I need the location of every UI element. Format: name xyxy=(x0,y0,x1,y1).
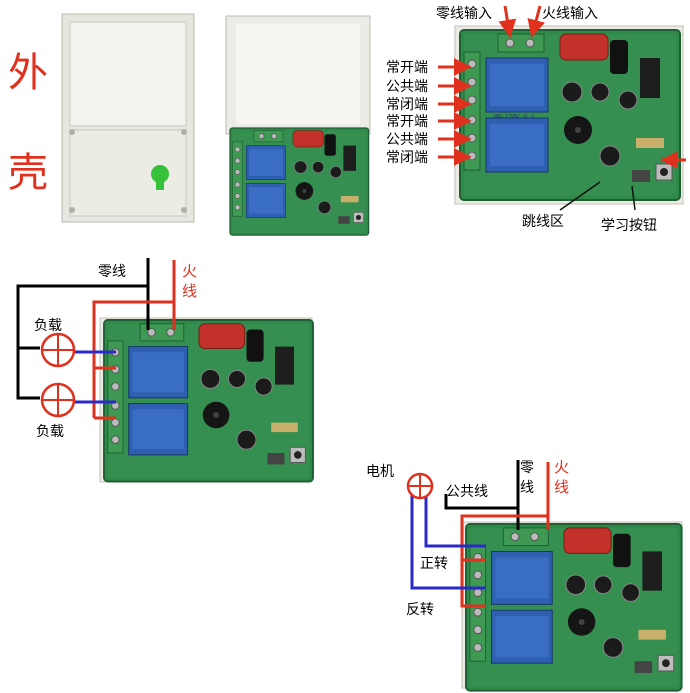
load-bottom-label: 负载 xyxy=(36,424,64,440)
lamp-neutral-label: 零线 xyxy=(98,264,126,280)
learn-button-label: 学习按钮 xyxy=(601,218,657,234)
terminal-label-2: 公共端 xyxy=(386,79,428,95)
motor-neutral-label-1: 零 xyxy=(520,460,534,476)
enclosure-label-line2: 壳 xyxy=(8,150,48,196)
motor-live-label-2: 线 xyxy=(554,478,569,496)
load-bottom xyxy=(40,382,76,418)
enclosure-open-photo xyxy=(61,13,195,223)
live-input-label: 火线输入 xyxy=(542,6,598,22)
enclosure-label: 外 壳 xyxy=(8,50,48,196)
motor-wiring-diagram: 电机 公共线 零 线 火 线 正转 反转 xyxy=(366,458,683,692)
lamp-live-label-1: 火 xyxy=(182,262,197,280)
common-wire-label: 公共线 xyxy=(446,484,488,500)
terminal-label-1: 常开端 xyxy=(386,60,428,76)
terminal-label-6: 常闭端 xyxy=(386,150,428,166)
forward-label: 正转 xyxy=(420,556,448,572)
motor-symbol xyxy=(406,472,434,500)
load-top xyxy=(40,332,76,368)
lamp-live-label-2: 线 xyxy=(182,282,197,300)
enclosure-closed-photo xyxy=(225,15,371,236)
jumper-area-label: 跳线区 xyxy=(522,214,564,230)
relay-marking: SRD-12VDC-SL-C xyxy=(493,114,535,120)
motor-live-label-1: 火 xyxy=(554,458,569,476)
terminal-label-4: 常开端 xyxy=(386,114,428,130)
neutral-input-label: 零线输入 xyxy=(436,6,492,22)
terminal-label-3: 常闭端 xyxy=(386,97,428,113)
reverse-label: 反转 xyxy=(406,602,434,618)
motor-neutral-label-2: 线 xyxy=(520,480,534,496)
top-annotated-board: SRD-12VDC-SL-C 零线输入 火线输入 常开端 公共端 常闭端 常开端… xyxy=(386,5,686,234)
lamp-wiring-diagram: 零线 火 线 负载 负载 xyxy=(16,258,314,483)
load-top-label: 负载 xyxy=(34,318,62,334)
enclosure-label-line1: 外 xyxy=(8,50,48,96)
terminal-label-5: 公共端 xyxy=(386,132,428,148)
motor-label: 电机 xyxy=(366,464,394,480)
